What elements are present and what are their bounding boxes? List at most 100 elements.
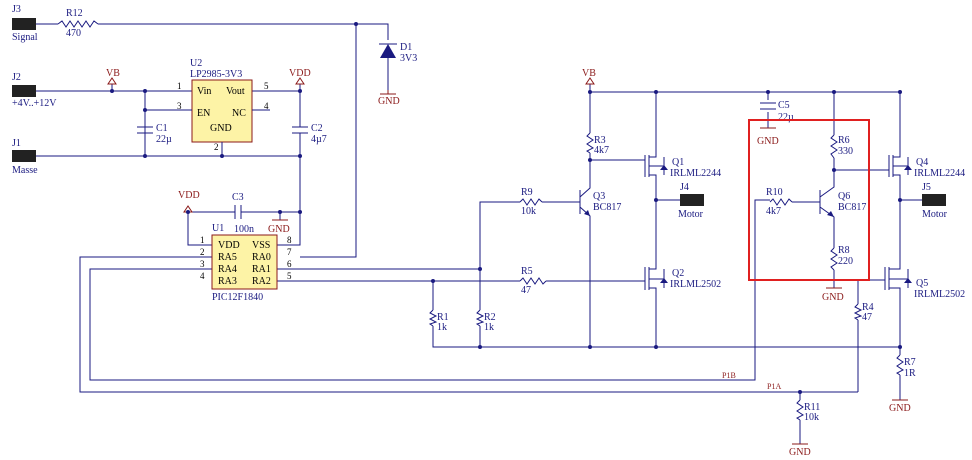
svg-text:RA1: RA1 xyxy=(252,264,271,275)
svg-text:Motor: Motor xyxy=(678,209,704,220)
svg-text:Q5: Q5 xyxy=(916,278,928,289)
svg-text:RA5: RA5 xyxy=(218,252,237,263)
svg-text:7: 7 xyxy=(287,247,292,257)
ground-r8: GND xyxy=(822,287,844,303)
svg-text:U2: U2 xyxy=(190,58,202,69)
net-label-p1b: P1B xyxy=(722,371,736,380)
svg-text:RA2: RA2 xyxy=(252,276,271,287)
svg-text:J2: J2 xyxy=(12,72,21,83)
svg-text:330: 330 xyxy=(838,146,853,157)
svg-text:VSS: VSS xyxy=(252,240,270,251)
svg-text:BC817: BC817 xyxy=(838,202,866,213)
svg-text:PIC12F1840: PIC12F1840 xyxy=(212,292,263,303)
svg-text:4k7: 4k7 xyxy=(594,145,609,156)
svg-text:IRLML2244: IRLML2244 xyxy=(670,168,721,179)
ground-r11: GND xyxy=(789,443,811,458)
svg-text:R11: R11 xyxy=(804,402,820,413)
svg-text:+4V..+12V: +4V..+12V xyxy=(12,98,57,109)
resistor-r10: R10 4k7 xyxy=(766,187,793,217)
connector-j4: J4 Motor xyxy=(678,182,704,220)
svg-text:3: 3 xyxy=(200,259,205,269)
svg-text:VB: VB xyxy=(582,68,596,79)
resistor-r12: R12 470 xyxy=(57,8,99,39)
ground-c3: GND xyxy=(268,219,290,235)
svg-text:J3: J3 xyxy=(12,4,21,15)
svg-text:RA4: RA4 xyxy=(218,264,237,275)
svg-text:4: 4 xyxy=(264,101,269,111)
ground-c5: GND xyxy=(757,127,779,147)
mosfet-q1: Q1 IRLML2244 xyxy=(640,155,721,183)
svg-text:GND: GND xyxy=(210,123,232,134)
svg-text:3: 3 xyxy=(177,101,182,111)
svg-text:2: 2 xyxy=(214,142,219,152)
svg-text:R10: R10 xyxy=(766,187,783,198)
svg-text:R1: R1 xyxy=(437,312,449,323)
svg-text:VDD: VDD xyxy=(178,190,200,201)
svg-text:BC817: BC817 xyxy=(593,202,621,213)
net-label-p1a: P1A xyxy=(767,382,781,391)
resistor-r1: R1 1k xyxy=(428,309,449,333)
capacitor-c2: C2 4µ7 xyxy=(292,122,327,145)
ground-d1: GND xyxy=(378,90,400,107)
svg-text:22µ: 22µ xyxy=(156,134,172,145)
transistor-q3: Q3 BC817 xyxy=(579,180,621,225)
svg-text:GND: GND xyxy=(378,96,400,107)
svg-text:IRLML2502: IRLML2502 xyxy=(670,279,721,290)
svg-text:U1: U1 xyxy=(212,223,224,234)
svg-text:1: 1 xyxy=(200,235,205,245)
svg-text:1: 1 xyxy=(177,81,182,91)
svg-text:100n: 100n xyxy=(234,224,254,235)
resistor-r8: R8 220 xyxy=(830,245,853,271)
svg-text:470: 470 xyxy=(66,28,81,39)
svg-text:R4: R4 xyxy=(862,302,874,313)
svg-text:4: 4 xyxy=(200,271,205,281)
power-vdd-mcu: VDD xyxy=(178,190,200,213)
svg-text:22µ: 22µ xyxy=(778,112,794,123)
mosfet-q5: Q5 IRLML2502 xyxy=(884,265,965,300)
svg-text:VB: VB xyxy=(106,68,120,79)
svg-text:C3: C3 xyxy=(232,192,244,203)
svg-text:R6: R6 xyxy=(838,135,850,146)
power-vb-left: VB xyxy=(106,68,120,85)
mosfet-q2: Q2 IRLML2502 xyxy=(644,265,721,293)
svg-text:GND: GND xyxy=(889,403,911,414)
capacitor-c1: C1 22µ xyxy=(137,110,172,145)
resistor-r2: R2 1k xyxy=(475,309,496,333)
svg-text:J1: J1 xyxy=(12,138,21,149)
svg-text:RA3: RA3 xyxy=(218,276,237,287)
svg-text:R5: R5 xyxy=(521,266,533,277)
svg-text:1k: 1k xyxy=(437,322,447,333)
svg-text:1R: 1R xyxy=(904,368,916,379)
wires xyxy=(36,23,922,444)
svg-text:C2: C2 xyxy=(311,123,323,134)
resistor-r11: R11 10k xyxy=(796,399,820,423)
svg-text:VDD: VDD xyxy=(289,68,311,79)
svg-text:47: 47 xyxy=(521,285,531,296)
resistor-r4: R4 47 xyxy=(853,302,874,323)
svg-text:1k: 1k xyxy=(484,322,494,333)
connector-j3: J3 Signal xyxy=(12,4,38,43)
svg-text:6: 6 xyxy=(287,259,292,269)
connector-j1: J1 Masse xyxy=(12,138,38,176)
resistor-r9: R9 10k xyxy=(519,187,543,217)
svg-text:Q4: Q4 xyxy=(916,157,928,168)
svg-text:Q1: Q1 xyxy=(672,157,684,168)
svg-text:EN: EN xyxy=(197,108,210,119)
svg-text:LP2985-3V3: LP2985-3V3 xyxy=(190,69,242,80)
svg-text:Vout: Vout xyxy=(226,86,245,97)
svg-text:R8: R8 xyxy=(838,245,850,256)
svg-text:GND: GND xyxy=(757,136,779,147)
highlight-box xyxy=(748,119,870,281)
svg-text:Q6: Q6 xyxy=(838,191,850,202)
svg-text:Motor: Motor xyxy=(922,209,948,220)
resistor-r7: R7 1R xyxy=(896,354,916,379)
svg-text:47: 47 xyxy=(862,312,872,323)
svg-text:C1: C1 xyxy=(156,123,168,134)
junctions xyxy=(110,22,902,394)
svg-text:R2: R2 xyxy=(484,312,496,323)
svg-text:GND: GND xyxy=(822,292,844,303)
svg-text:Q3: Q3 xyxy=(593,191,605,202)
svg-text:10k: 10k xyxy=(804,412,819,423)
